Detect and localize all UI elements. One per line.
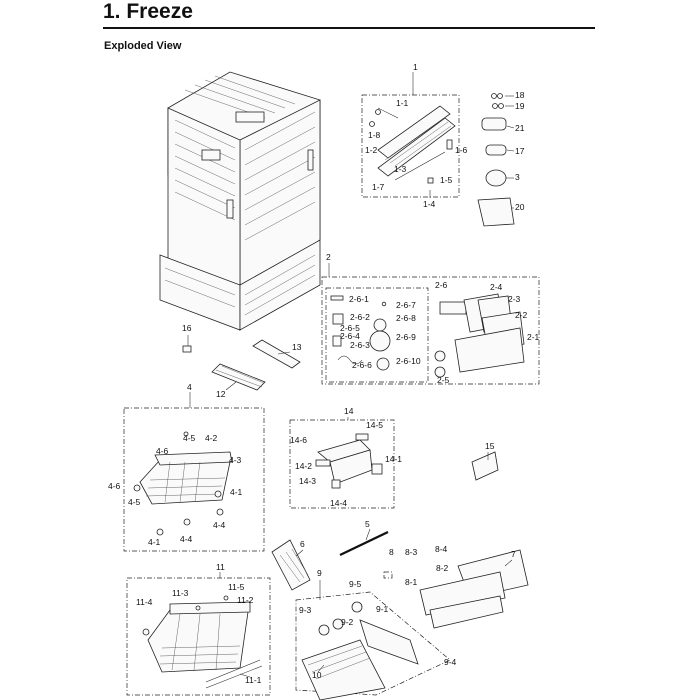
callout: 2-6-4 [340, 331, 360, 341]
assembly-group-9 [295, 591, 451, 700]
callout: 2-2 [515, 310, 528, 320]
callout: 9-2 [341, 617, 354, 627]
callout: 21 [515, 123, 525, 133]
callout: 1-1 [396, 98, 409, 108]
callout: 4-1 [230, 487, 243, 497]
callout: 2-6-8 [396, 313, 416, 323]
callout: 19 [515, 101, 525, 111]
callout: 2-3 [508, 294, 521, 304]
callout: 14-2 [295, 461, 312, 471]
callout: 2-6-10 [396, 356, 421, 366]
callout: 14-3 [299, 476, 316, 486]
section-subtitle: Exploded View [104, 40, 182, 52]
callout: 5 [365, 519, 370, 529]
callout: 4-6 [156, 446, 169, 456]
callout: 4 [187, 382, 192, 392]
callout: 4-3 [229, 455, 242, 465]
callout: 14-6 [290, 435, 307, 445]
callout: 2-6-2 [350, 312, 370, 322]
callout: 17 [515, 146, 525, 156]
callout-labels: 1 1-1 1-8 1-2 1-3 1-6 1-5 1-7 1-4 18 19 … [108, 62, 540, 685]
callout: 16 [182, 323, 192, 333]
callout: 13 [292, 342, 302, 352]
callout: 8-1 [405, 577, 418, 587]
callout: 4-6 [108, 481, 121, 491]
callout: 14-1 [385, 454, 402, 464]
callout: 14-5 [366, 420, 383, 430]
callout: 12 [216, 389, 226, 399]
page-title: 1. Freeze [103, 0, 193, 23]
callout: 1-8 [368, 130, 381, 140]
loose-parts-17-21 [477, 93, 515, 227]
title-underline [103, 27, 595, 29]
parts-5-6-7-8 [271, 531, 529, 629]
callout: 1-2 [365, 145, 378, 155]
callout: 4-5 [128, 497, 141, 507]
freezer-cabinet [159, 71, 321, 332]
callout: 2-6-6 [352, 360, 372, 370]
callout: 8-4 [435, 544, 448, 554]
callout: 9-1 [376, 604, 389, 614]
callout: 2-1 [527, 332, 540, 342]
callout: 2-4 [490, 282, 503, 292]
callout: 2-6-1 [349, 294, 369, 304]
assembly-group-14 [289, 419, 395, 509]
callout: 2-5 [437, 375, 450, 385]
callout: 11-2 [237, 595, 254, 605]
callout: 2-6 [435, 280, 448, 290]
parts-12-13-16 [182, 339, 301, 391]
callout: 1-5 [440, 175, 453, 185]
callout: 7 [511, 549, 516, 559]
callout: 11 [216, 562, 225, 572]
part-15 [471, 451, 499, 481]
callout: 18 [515, 90, 525, 100]
callout: 10 [312, 670, 322, 680]
callout: 4-5 [183, 433, 196, 443]
leader-lines [187, 95, 515, 678]
callout: 11-4 [136, 597, 153, 607]
callout: 1-7 [372, 182, 385, 192]
callout: 1-3 [394, 164, 407, 174]
callout: 1 [413, 62, 418, 72]
callout: 6 [300, 539, 305, 549]
assembly-group-1 [361, 72, 460, 198]
callout: 4-1 [148, 537, 161, 547]
callout: 9-5 [349, 579, 362, 589]
callout: 14-4 [330, 498, 347, 508]
callout: 2-6-9 [396, 332, 416, 342]
callout: 4-2 [205, 433, 218, 443]
callout: 9 [317, 568, 322, 578]
callout: 2 [326, 252, 331, 262]
callout: 9-3 [299, 605, 312, 615]
callout: 2-6-7 [396, 300, 416, 310]
callout: 8 [389, 547, 394, 557]
callout: 11-5 [228, 582, 245, 592]
callout: 4-4 [213, 520, 226, 530]
callout: 8-2 [436, 563, 449, 573]
callout: 1-6 [455, 145, 468, 155]
assembly-group-2 [321, 276, 540, 385]
callout: 15 [485, 441, 495, 451]
callout: 4-4 [180, 534, 193, 544]
callout: 9-4 [444, 657, 457, 667]
callout: 2-6-3 [350, 340, 370, 350]
callout: 14 [344, 406, 354, 416]
callout: 2-6-5 [340, 323, 360, 333]
callout: 8-3 [405, 547, 418, 557]
callout: 3 [515, 172, 520, 182]
assembly-group-4 [123, 392, 265, 552]
assembly-group-11 [126, 577, 271, 696]
callout: 20 [515, 202, 525, 212]
callout: 11-3 [172, 588, 189, 598]
callout: 1-4 [423, 199, 436, 209]
callout: 11-1 [245, 675, 262, 685]
